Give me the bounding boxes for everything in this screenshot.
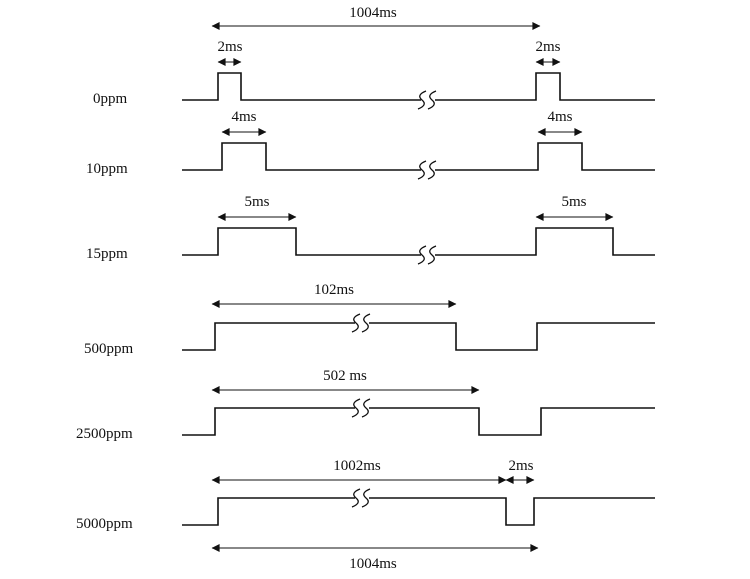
top-period-label: 1004ms [349, 5, 397, 21]
row-15ppm: 15ppm 5ms 5ms [86, 194, 655, 266]
low-duration-label-5000ppm: 2ms [508, 458, 533, 474]
waveform-0ppm [182, 72, 655, 101]
row-500ppm: 500ppm 102ms [84, 282, 655, 357]
waveform-2500ppm [182, 407, 655, 436]
row-label-0ppm: 0ppm [93, 91, 128, 107]
high-duration-label-500ppm: 102ms [314, 282, 354, 298]
pulse-width-label-right-0ppm: 2ms [535, 39, 560, 55]
waveform-15ppm [182, 227, 655, 256]
row-5000ppm: 5000ppm 1002ms 2ms [76, 458, 655, 532]
top-period-annotation: 1004ms [211, 5, 541, 30]
waveform-5000ppm [182, 497, 655, 526]
row-2500ppm: 2500ppm 502 ms [76, 368, 655, 442]
waveform-10ppm [182, 142, 655, 171]
row-0ppm: 0ppm 2ms 2ms [93, 39, 655, 111]
high-duration-label-2500ppm: 502 ms [323, 368, 367, 384]
row-label-10ppm: 10ppm [86, 161, 128, 177]
bottom-period-label: 1004ms [349, 556, 397, 572]
pulse-width-label-right-15ppm: 5ms [561, 194, 586, 210]
bottom-period-annotation: 1004ms [211, 544, 539, 572]
pulse-width-label-left-10ppm: 4ms [231, 109, 256, 125]
pulse-width-label-left-15ppm: 5ms [244, 194, 269, 210]
waveform-500ppm [182, 322, 655, 351]
row-10ppm: 10ppm 4ms 4ms [86, 109, 655, 181]
row-label-5000ppm: 5000ppm [76, 516, 133, 532]
pulse-width-label-right-10ppm: 4ms [547, 109, 572, 125]
row-label-2500ppm: 2500ppm [76, 426, 133, 442]
pulse-width-label-left-0ppm: 2ms [217, 39, 242, 55]
row-label-15ppm: 15ppm [86, 246, 128, 262]
row-label-500ppm: 500ppm [84, 341, 134, 357]
high-duration-label-5000ppm: 1002ms [333, 458, 381, 474]
